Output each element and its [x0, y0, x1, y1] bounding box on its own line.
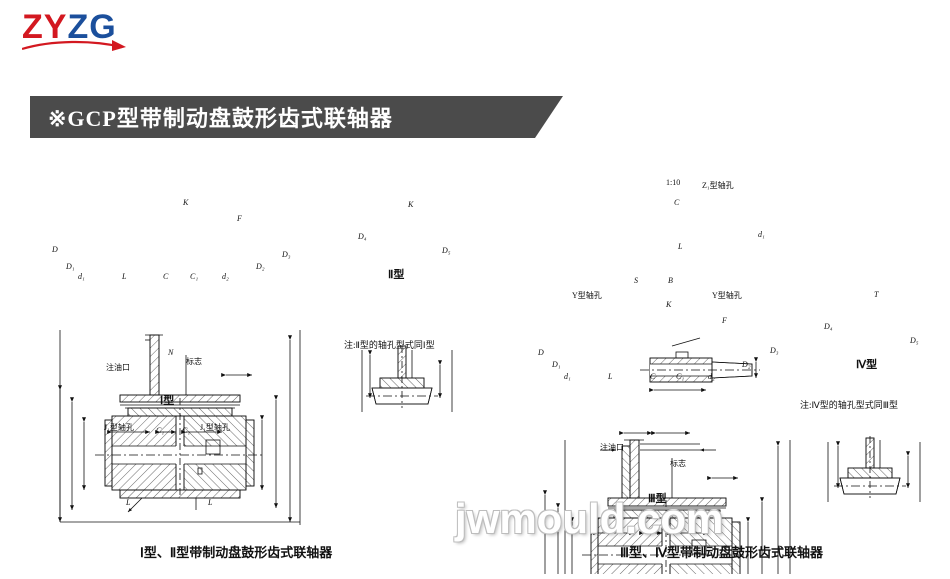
technical-drawing-area: K F D D₁ d₁ L C C₁ d₂ D₂ D₃ N 标志 注油口 Ⅰ型 …: [0, 150, 950, 579]
label-type3-y-bore-right: Y型轴孔: [712, 291, 742, 300]
label-type3-F: F: [722, 316, 727, 325]
note-type4: 注:Ⅳ型的轴孔型式同Ⅲ型: [800, 400, 899, 410]
label-type3-C1: C₁: [676, 372, 685, 381]
label-type1-mark: 标志: [186, 357, 202, 366]
watermark: jwmould.com: [455, 495, 724, 542]
label-z1-d1: d₁: [758, 230, 765, 239]
label-type2-D5: D₅: [442, 246, 451, 255]
label-type2-D4: D₄: [358, 232, 367, 241]
caption-left: Ⅰ型、Ⅱ型带制动盘鼓形齿式联轴器: [140, 545, 333, 560]
label-type3-oil-hole: 注油口: [600, 443, 624, 452]
label-type3-S: S: [634, 276, 638, 285]
label-type1-L: L: [122, 272, 127, 281]
label-type1-C: C: [163, 272, 169, 281]
caption-right: Ⅲ型、Ⅳ型带制动盘鼓形齿式联轴器: [620, 545, 823, 560]
label-type3-L: L: [608, 372, 613, 381]
label-type1-D2: D₂: [256, 262, 265, 271]
label-j1-left: J₁型轴孔: [104, 423, 134, 432]
label-type4-D4: D₄: [824, 322, 833, 331]
label-z1-taper: 1:10: [666, 178, 681, 187]
label-type3-D2: D₂: [742, 360, 751, 369]
label-type1-D1: D₁: [66, 262, 75, 271]
label-type3-name: Ⅲ型: [648, 493, 667, 505]
figure-type-1: [58, 330, 301, 525]
figure-type-2: [361, 345, 453, 412]
zyzg-logo: ZYZG: [22, 8, 152, 52]
figure-z1-bore: [640, 337, 760, 392]
figure-type-3: [543, 431, 791, 579]
label-type4-T: T: [874, 290, 879, 299]
label-type3-d1: d₁: [564, 372, 571, 381]
logo-letter-z2: Z: [67, 8, 90, 46]
label-j1-C1-right: C₁: [182, 426, 191, 435]
label-type4-D5: D₅: [910, 336, 919, 345]
label-type3-K: K: [666, 300, 672, 309]
drawing-svg: [58, 330, 921, 579]
label-z1-C: C: [674, 198, 680, 207]
label-type1-d2: d₂: [222, 272, 229, 281]
label-z1-bore: Z₁型轴孔: [702, 181, 734, 190]
label-j1-L-right: L: [208, 498, 213, 507]
label-type4-name: Ⅳ型: [856, 359, 878, 371]
label-type3-C: C: [650, 372, 656, 381]
figure-type-4: [827, 436, 921, 502]
label-type1-name: Ⅰ型: [160, 395, 175, 407]
label-type1-D3: D₃: [282, 250, 291, 259]
note-type2: 注:Ⅱ型的轴孔型式同Ⅰ型: [344, 340, 435, 350]
label-type1-N: N: [168, 348, 174, 357]
logo-letter-z1: Z: [22, 8, 44, 46]
label-type3-B: B: [668, 276, 673, 285]
logo-letter-g: G: [89, 8, 117, 46]
logo-letter-y: Y: [43, 8, 68, 46]
label-type1-C1: C₁: [190, 272, 199, 281]
label-type2-name: Ⅱ型: [388, 269, 405, 281]
title-banner-tail: [535, 96, 563, 138]
label-type1-F: F: [237, 214, 242, 223]
label-type3-y-bore-left: Y型轴孔: [572, 291, 602, 300]
label-j1-L-left: L: [126, 498, 131, 507]
label-type3-D1: D₁: [552, 360, 561, 369]
label-j1-right: J₁型轴孔: [200, 423, 230, 432]
page-title: ※GCP型带制动盘鼓形齿式联轴器: [30, 96, 535, 138]
label-j1-C1-left: C₁: [156, 426, 165, 435]
logo-swoosh-icon: [22, 40, 126, 51]
label-type1-K: K: [183, 198, 189, 207]
label-type3-D: D: [538, 348, 544, 357]
label-type3-mark: 标志: [670, 459, 686, 468]
label-z1-L: L: [678, 242, 683, 251]
label-type3-D3: D₃: [770, 346, 779, 355]
label-type3-d2: d₂: [708, 372, 715, 381]
logo-letters: ZYZG: [22, 10, 117, 44]
label-type1-oil-hole: 注油口: [106, 363, 130, 372]
label-type2-K: K: [408, 200, 414, 209]
label-type1-d1: d₁: [78, 272, 85, 281]
label-type1-D: D: [52, 245, 58, 254]
